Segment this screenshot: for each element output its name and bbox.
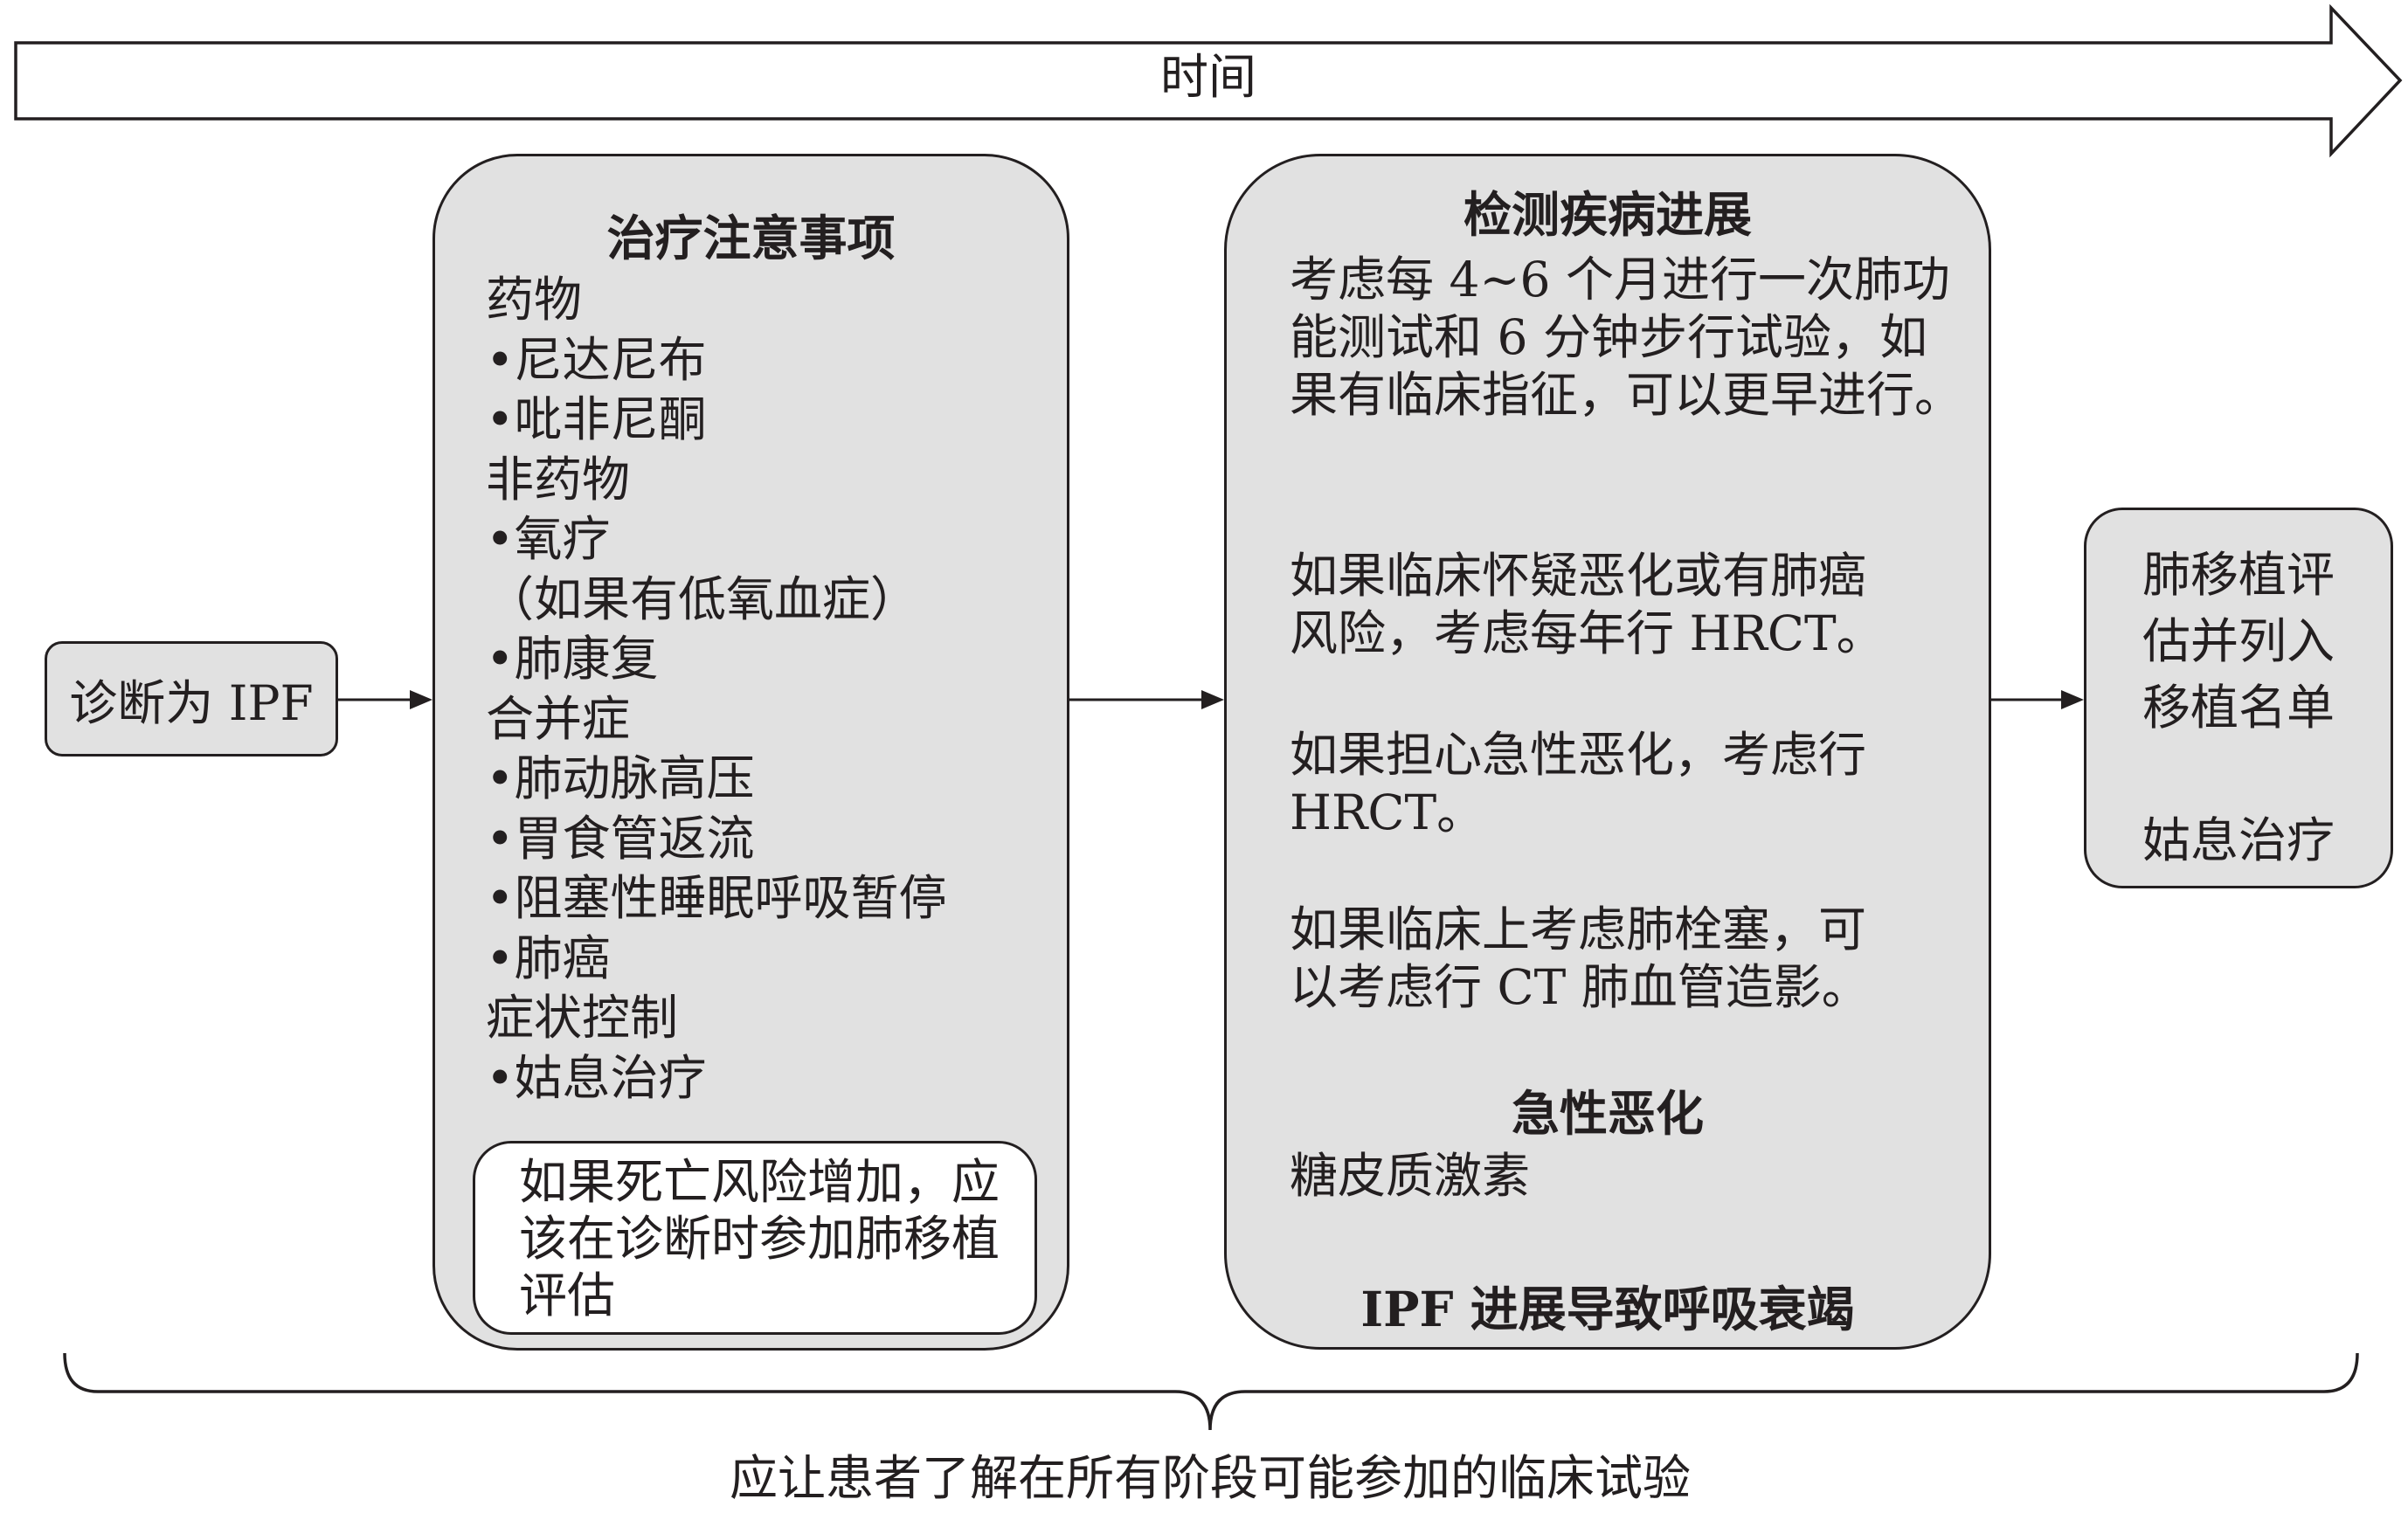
arrowhead — [1201, 690, 1224, 709]
list-item: 姑息治疗 — [486, 1048, 946, 1109]
note-text: 如果死亡风险增加，应 该在诊断时参加肺移植 评估 — [519, 1154, 1000, 1324]
paragraph-line: 考虑每 4~6 个月进行一次肺功 — [1290, 252, 1951, 307]
item-label: 姑息治疗 — [514, 1049, 707, 1106]
monitoring-paragraph-hrct-annual: 如果临床怀疑恶化或有肺癌 风险，考虑每年行 HRCT。 — [1290, 547, 1885, 662]
list-item: 肺癌 — [486, 929, 946, 989]
item-label: 吡非尼酮 — [514, 391, 707, 447]
paragraph-line: 风险，考虑每年行 HRCT。 — [1290, 605, 1885, 661]
item-qualifier: （如果有低氧血症） — [486, 570, 919, 627]
list-item: 肺康复 — [486, 629, 946, 689]
timeline-label: 时间 — [1159, 49, 1256, 105]
outcome-line: 肺移植评 — [2142, 547, 2335, 603]
list-item: 肺动脉高压 — [486, 749, 946, 809]
paragraph-line: 糖皮质激素 — [1290, 1148, 1531, 1204]
paragraph-line: 以考虑行 CT 肺血管造影。 — [1290, 959, 1870, 1015]
diagnosis-box: 诊断为 IPF — [45, 641, 338, 756]
outcome-line: 移植名单 — [2142, 680, 2335, 736]
monitoring-paragraph-ct-angiography: 如果临床上考虑肺栓塞，可 以考虑行 CT 肺血管造影。 — [1290, 901, 1870, 1016]
note-line: 如果死亡风险增加，应 — [519, 1154, 1000, 1210]
transplant-palliative-box: 肺移植评 估并列入 移植名单 姑息治疗 — [2084, 508, 2393, 888]
list-item: 尼达尼布 — [486, 330, 946, 390]
list-item: 吡非尼酮 — [486, 390, 946, 450]
transplant-referral-note: 如果死亡风险增加，应 该在诊断时参加肺移植 评估 — [473, 1141, 1037, 1335]
acute-exacerbation-heading: 急性恶化 — [1511, 1085, 1704, 1142]
monitoring-paragraph-hrct-acute: 如果担心急性恶化，考虑行 HRCT。 — [1290, 726, 1866, 841]
paragraph-line: 如果临床上考虑肺栓塞，可 — [1290, 902, 1867, 957]
diagnosis-label: 诊断为 IPF — [69, 675, 314, 731]
treatment-considerations-box: 治疗注意事项 药物 尼达尼布 吡非尼酮 非药物 氧疗 （如果有低氧血症） 肺康复… — [432, 154, 1069, 1351]
treatment-list: 药物 尼达尼布 吡非尼酮 非药物 氧疗 （如果有低氧血症） 肺康复 合并症 肺动… — [486, 270, 946, 1108]
section-heading-symptom-control: 症状控制 — [486, 990, 679, 1046]
note-line: 评估 — [519, 1268, 616, 1323]
monitoring-title: 检测疾病进展 — [1463, 186, 1752, 243]
paragraph-line: 果有临床指征，可以更早进行。 — [1290, 367, 1963, 423]
treatment-title: 治疗注意事项 — [606, 210, 896, 266]
section-heading-non-pharmacological: 非药物 — [486, 451, 631, 508]
list-item: 氧疗 — [486, 509, 946, 570]
monitoring-paragraph-pft: 考虑每 4~6 个月进行一次肺功 能测试和 6 分钟步行试验，如 果有临床指征，… — [1290, 251, 1962, 424]
bottom-brace — [63, 1352, 2359, 1431]
item-label: 肺动脉高压 — [514, 750, 755, 806]
note-line: 该在诊断时参加肺移植 — [519, 1211, 1000, 1267]
paragraph-line: HRCT。 — [1290, 784, 1485, 840]
list-item: 阻塞性睡眠呼吸暂停 — [486, 868, 946, 929]
section-heading-pharmacological: 药物 — [486, 272, 583, 328]
arrow-monitoring-to-outcome — [1991, 690, 2084, 709]
paragraph-line: 能测试和 6 分钟步行试验，如 — [1290, 309, 1927, 365]
item-label: 氧疗 — [514, 511, 611, 567]
item-label: 肺癌 — [514, 929, 611, 986]
item-label: 胃食管返流 — [514, 810, 755, 867]
arrowhead — [2061, 690, 2084, 709]
acute-exacerbation-treatment: 糖皮质激素 — [1290, 1147, 1530, 1205]
timeline-arrow — [14, 3, 2403, 158]
list-item: 胃食管返流 — [486, 809, 946, 869]
item-label: 尼达尼布 — [514, 331, 707, 388]
paragraph-line: 如果担心急性恶化，考虑行 — [1290, 727, 1867, 783]
transplant-evaluation-text: 肺移植评 估并列入 移植名单 — [2086, 542, 2391, 741]
end-stage-label: IPF 进展导致呼吸衰竭 — [1360, 1281, 1855, 1337]
arrowhead — [410, 690, 432, 709]
outcome-line: 姑息治疗 — [2142, 812, 2335, 868]
section-heading-comorbidities: 合并症 — [486, 690, 631, 747]
paragraph-line: 如果临床怀疑恶化或有肺癌 — [1290, 548, 1867, 604]
outcome-line: 估并列入 — [2142, 613, 2335, 669]
clinical-trials-note: 应让患者了解在所有阶段可能参加的临床试验 — [729, 1450, 1691, 1506]
item-label: 阻塞性睡眠呼吸暂停 — [514, 870, 947, 926]
monitoring-progression-box: 检测疾病进展 考虑每 4~6 个月进行一次肺功 能测试和 6 分钟步行试验，如 … — [1224, 154, 1991, 1350]
palliative-care-text: 姑息治疗 — [2086, 807, 2391, 874]
item-label: 肺康复 — [514, 631, 659, 687]
arrow-diagnosis-to-treatment — [338, 690, 432, 709]
arrow-treatment-to-monitoring — [1069, 690, 1224, 709]
